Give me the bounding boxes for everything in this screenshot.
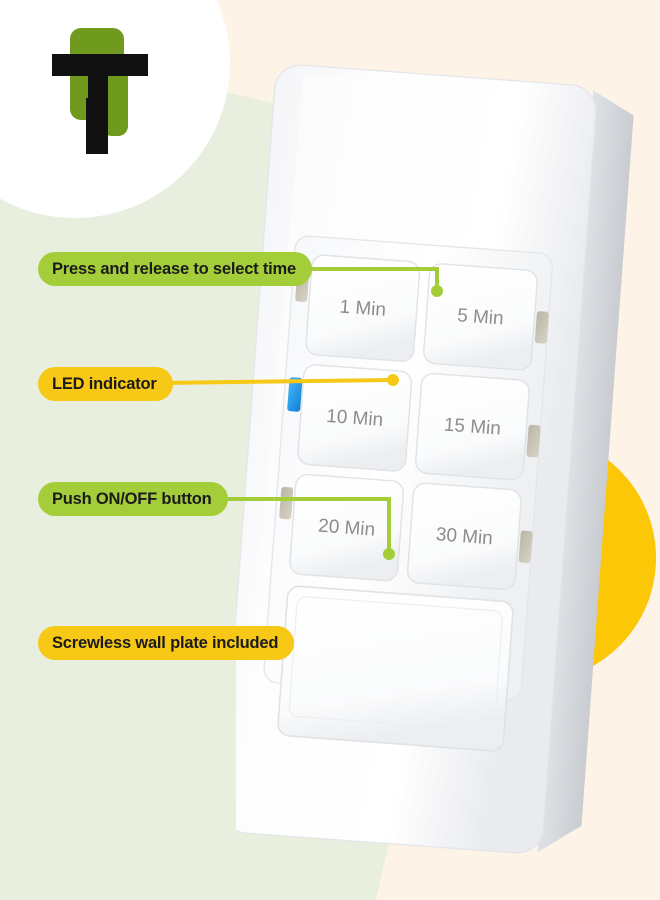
timer-switch-device: 1 Min 5 Min 10 Min 15 Min bbox=[221, 58, 636, 868]
t-monogram-icon bbox=[52, 28, 148, 154]
led-indicator-active bbox=[287, 377, 303, 412]
timer-button-5-min: 5 Min bbox=[423, 263, 538, 371]
brand-logo bbox=[46, 24, 154, 159]
callout-label: Push ON/OFF button bbox=[52, 489, 212, 508]
callout-wall-plate: Screwless wall plate included bbox=[38, 626, 295, 660]
led-slot bbox=[534, 311, 549, 344]
callout-led-indicator: LED indicator bbox=[38, 367, 173, 401]
callout-press-release: Press and release to select time bbox=[38, 252, 312, 286]
callout-label: LED indicator bbox=[52, 374, 157, 393]
timer-button-30-min: 30 Min bbox=[406, 482, 522, 590]
timer-button-15-min: 15 Min bbox=[415, 372, 530, 481]
timer-button-20-min: 20 Min bbox=[289, 473, 405, 582]
timer-button-label: 20 Min bbox=[317, 516, 375, 541]
callout-onoff-button: Push ON/OFF button bbox=[38, 482, 228, 516]
timer-button-10-min: 10 Min bbox=[297, 364, 413, 472]
timer-button-1-min: 1 Min bbox=[305, 254, 421, 362]
plate-edge bbox=[537, 90, 634, 853]
timer-button-label: 1 Min bbox=[339, 297, 387, 321]
led-slot bbox=[518, 530, 533, 563]
callout-label: Screwless wall plate included bbox=[52, 633, 279, 652]
timer-button-label: 5 Min bbox=[456, 305, 504, 329]
timer-button-label: 15 Min bbox=[443, 415, 501, 440]
callout-label: Press and release to select time bbox=[52, 259, 296, 278]
on-off-paddle bbox=[277, 585, 514, 752]
timer-button-label: 10 Min bbox=[325, 406, 383, 431]
led-slot bbox=[526, 424, 541, 458]
timer-button-label: 30 Min bbox=[435, 524, 493, 549]
led-slot bbox=[279, 486, 294, 520]
